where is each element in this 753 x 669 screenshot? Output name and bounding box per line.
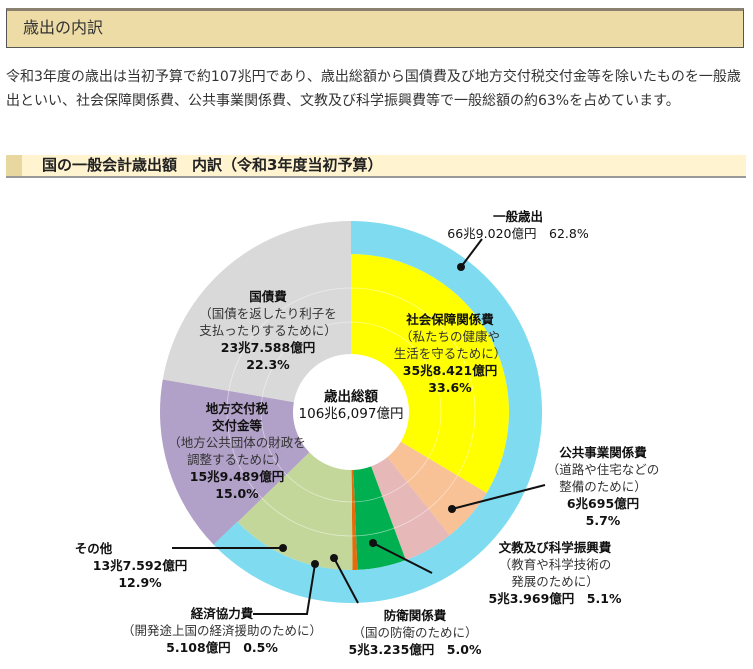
label-econ-coop: 経済協力費（開発途上国の経済援助のために）5.108億円 0.5% bbox=[121, 606, 323, 655]
label-education: 文教及び科学振興費（教育や科学技術の発展のために）5兆3.969億円 5.1% bbox=[488, 540, 622, 606]
chart-title: 国の一般会計歳出額 内訳（令和3年度当初予算） bbox=[42, 156, 383, 174]
label-defense: 防衛関係費（国の防衛のために）5兆3.235億円 5.0% bbox=[348, 608, 482, 657]
leader-defense bbox=[333, 557, 359, 604]
leader-general-dot bbox=[457, 263, 465, 271]
outer-ring-general bbox=[213, 221, 543, 604]
pie-slice-5 bbox=[237, 452, 353, 570]
grid-circle-1 bbox=[226, 287, 476, 537]
intro-text: 令和3年度の歳出は当初予算で約107兆円であり、歳出総額から国債費及び地方交付税… bbox=[6, 69, 741, 109]
leader-public-works bbox=[451, 484, 546, 510]
leader-econ-coop bbox=[253, 563, 316, 615]
pie-slice-2 bbox=[371, 457, 450, 561]
leader-econ-coop-dot bbox=[311, 560, 319, 568]
leader-general bbox=[460, 238, 483, 268]
title-accent bbox=[6, 155, 22, 176]
section-header: 歳出の内訳 bbox=[6, 8, 744, 48]
pie-slice-6 bbox=[159, 379, 310, 546]
leader-education bbox=[372, 542, 433, 574]
leader-other-dot bbox=[279, 544, 287, 552]
pie-slice-0 bbox=[351, 254, 510, 493]
pie-slice-7 bbox=[162, 221, 351, 403]
leader-defense-dot bbox=[330, 554, 338, 562]
header-title: 歳出の内訳 bbox=[23, 18, 104, 37]
chart-title-bar: 国の一般会計歳出額 内訳（令和3年度当初予算） bbox=[6, 155, 746, 178]
pie-slice-4 bbox=[351, 469, 358, 570]
leader-education-dot bbox=[369, 539, 377, 547]
leader-public-works-dot bbox=[448, 505, 456, 513]
grid-circle-0 bbox=[260, 321, 442, 503]
pie-slice-1 bbox=[387, 441, 487, 536]
pie-slice-3 bbox=[353, 466, 406, 570]
